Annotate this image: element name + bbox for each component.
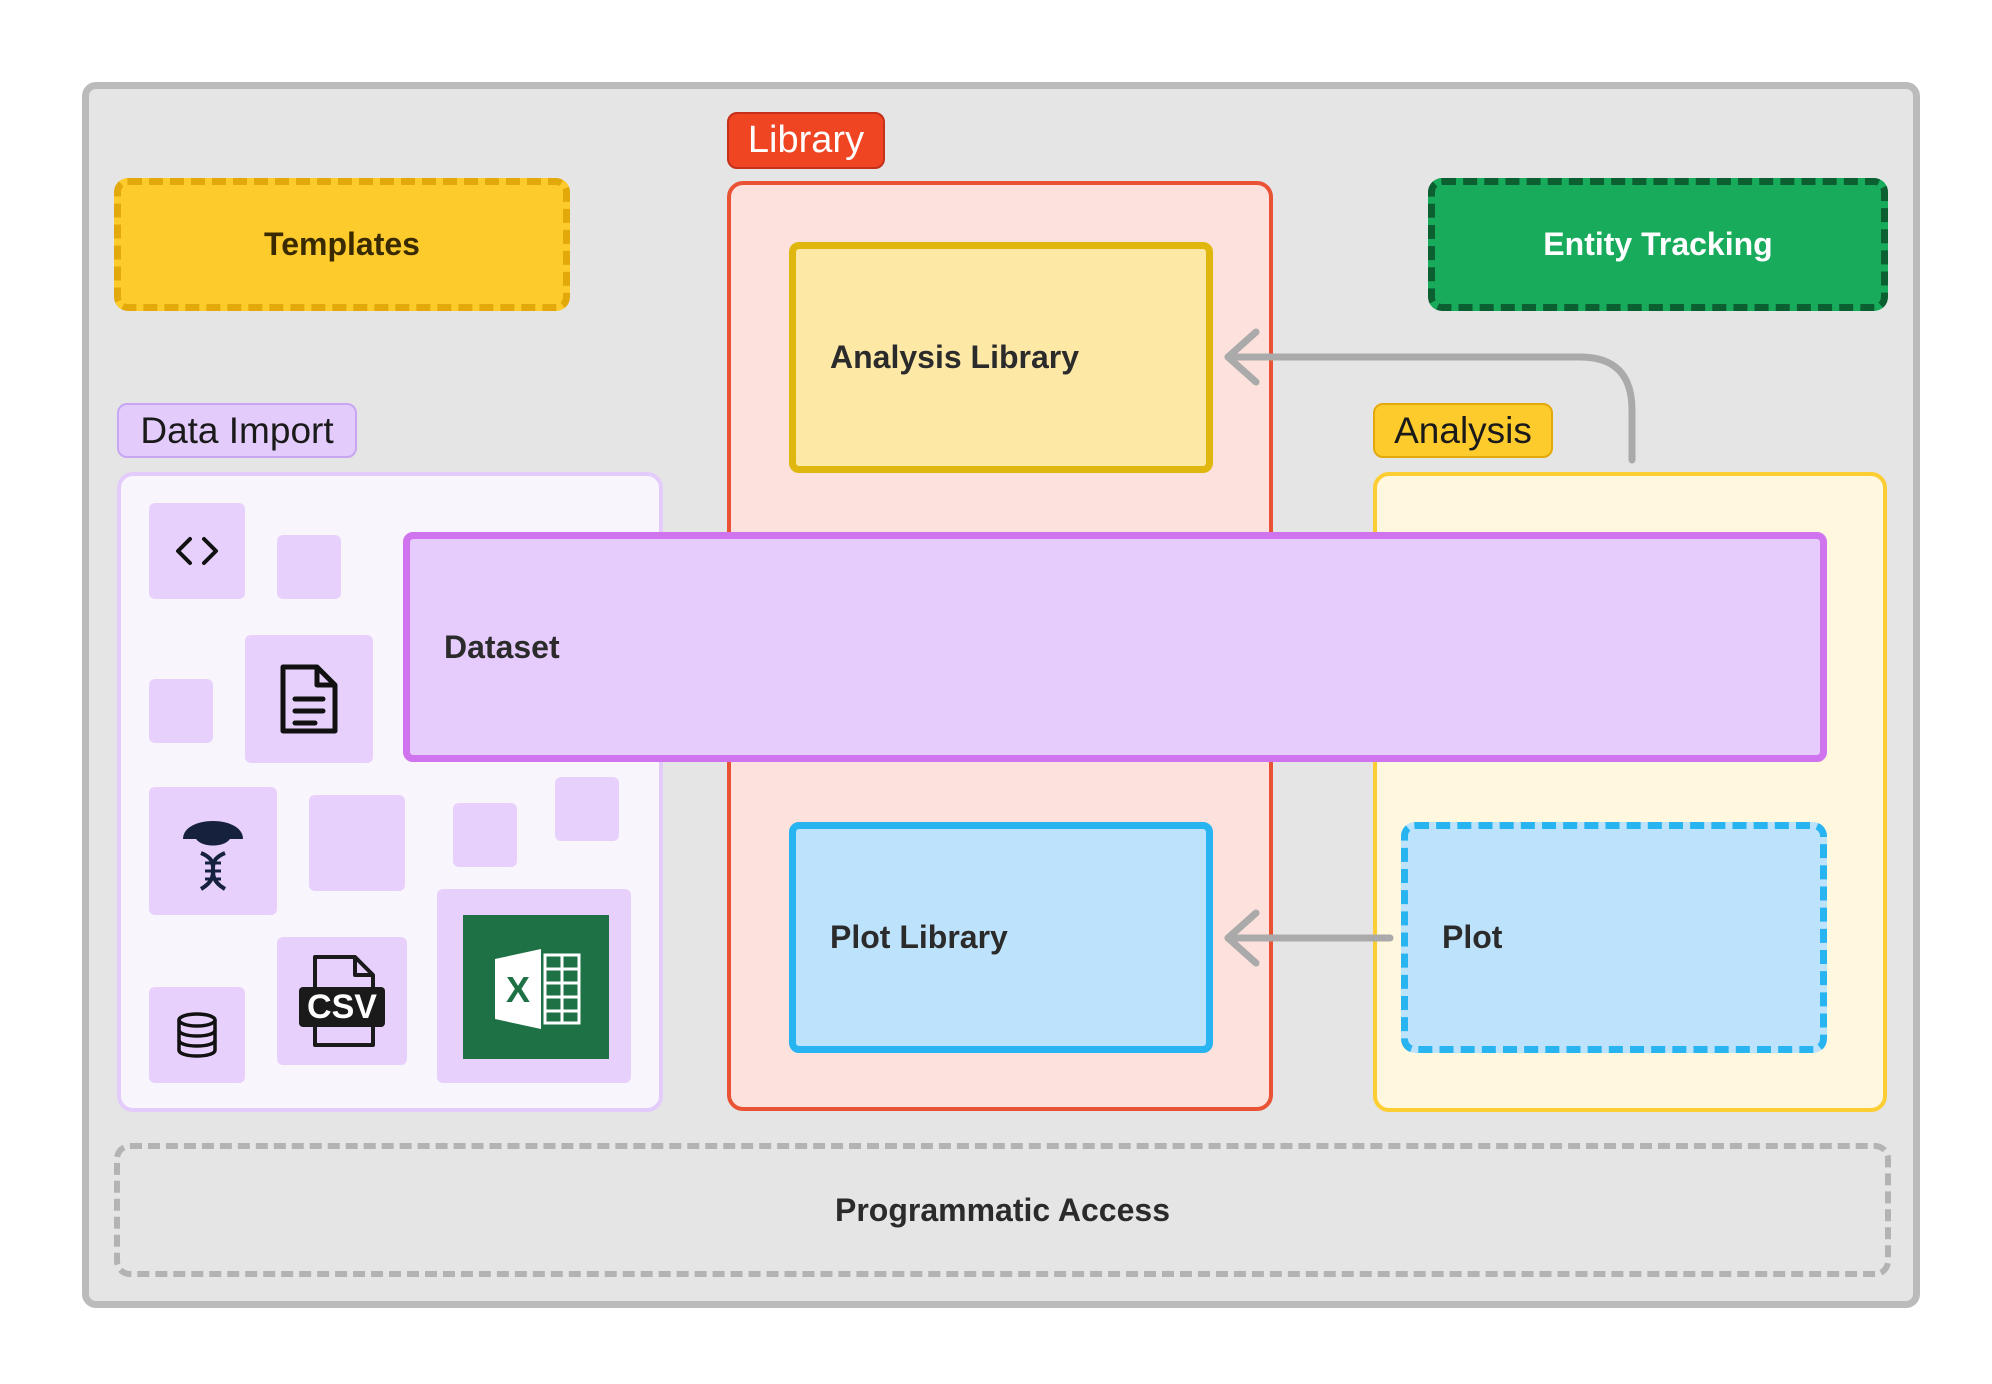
- excel-file-icon: X: [437, 889, 631, 1083]
- analysis-library-node: Analysis Library: [789, 242, 1213, 473]
- document-icon: [245, 635, 373, 763]
- programmatic-access-node: Programmatic Access: [114, 1143, 1891, 1277]
- templates-node: Templates: [114, 178, 570, 311]
- csv-label: CSV: [307, 987, 377, 1026]
- data-import-tag: Data Import: [117, 403, 357, 458]
- excel-background: X: [463, 915, 609, 1059]
- csv-file-icon: CSV: [277, 937, 407, 1065]
- placeholder-tile: [453, 803, 517, 867]
- dna-scientist-icon: [149, 787, 277, 915]
- excel-x-label: X: [505, 969, 530, 1010]
- plot-library-node: Plot Library: [789, 822, 1213, 1053]
- placeholder-tile: [277, 535, 341, 599]
- entity-tracking-node: Entity Tracking: [1428, 178, 1888, 311]
- placeholder-tile: [555, 777, 619, 841]
- dataset-node: Dataset: [403, 532, 1827, 762]
- plot-library-arrowhead: [1224, 909, 1260, 967]
- database-icon: [149, 987, 245, 1083]
- placeholder-tile: [309, 795, 405, 891]
- plot-node: Plot: [1401, 822, 1827, 1053]
- analysis-tag: Analysis: [1373, 403, 1553, 458]
- placeholder-tile: [149, 679, 213, 743]
- analysis-library-arrowhead: [1224, 328, 1260, 386]
- code-icon: [149, 503, 245, 599]
- library-tag: Library: [727, 112, 885, 169]
- analysis-to-analysis-library-arrow: [1224, 353, 1636, 464]
